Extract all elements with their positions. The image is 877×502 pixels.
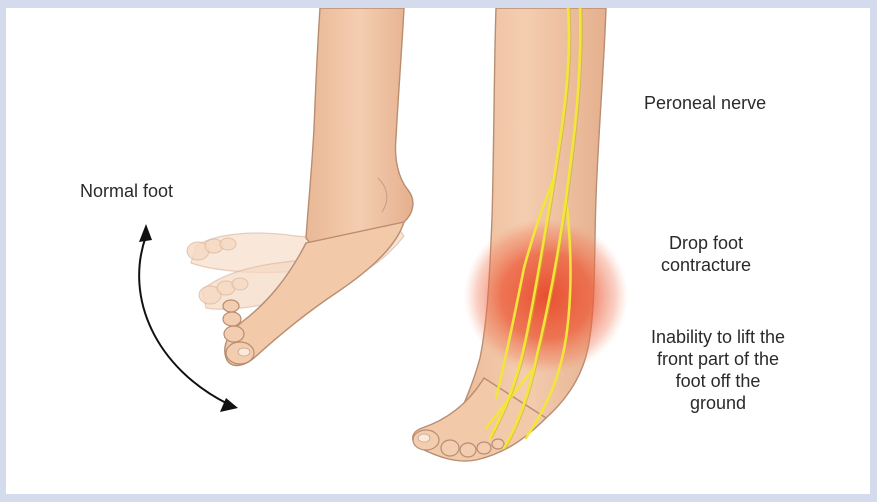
label-line: contracture <box>646 254 766 276</box>
illustration-panel: Normal foot Peroneal nerve Drop foot con… <box>6 8 870 494</box>
label-line: Drop foot <box>646 232 766 254</box>
label-inability: Inability to lift the front part of the … <box>614 326 822 414</box>
inflammation-area <box>464 218 628 374</box>
drop-foot-leg <box>413 8 628 461</box>
label-drop-foot-contracture: Drop foot contracture <box>646 232 766 276</box>
label-peroneal-nerve: Peroneal nerve <box>644 92 766 114</box>
label-line: Inability to lift the <box>614 326 822 348</box>
label-line: foot off the <box>614 370 822 392</box>
label-line: front part of the <box>614 348 822 370</box>
normal-foot-leg <box>187 8 413 366</box>
label-normal-foot: Normal foot <box>80 180 173 202</box>
label-line: ground <box>614 392 822 414</box>
